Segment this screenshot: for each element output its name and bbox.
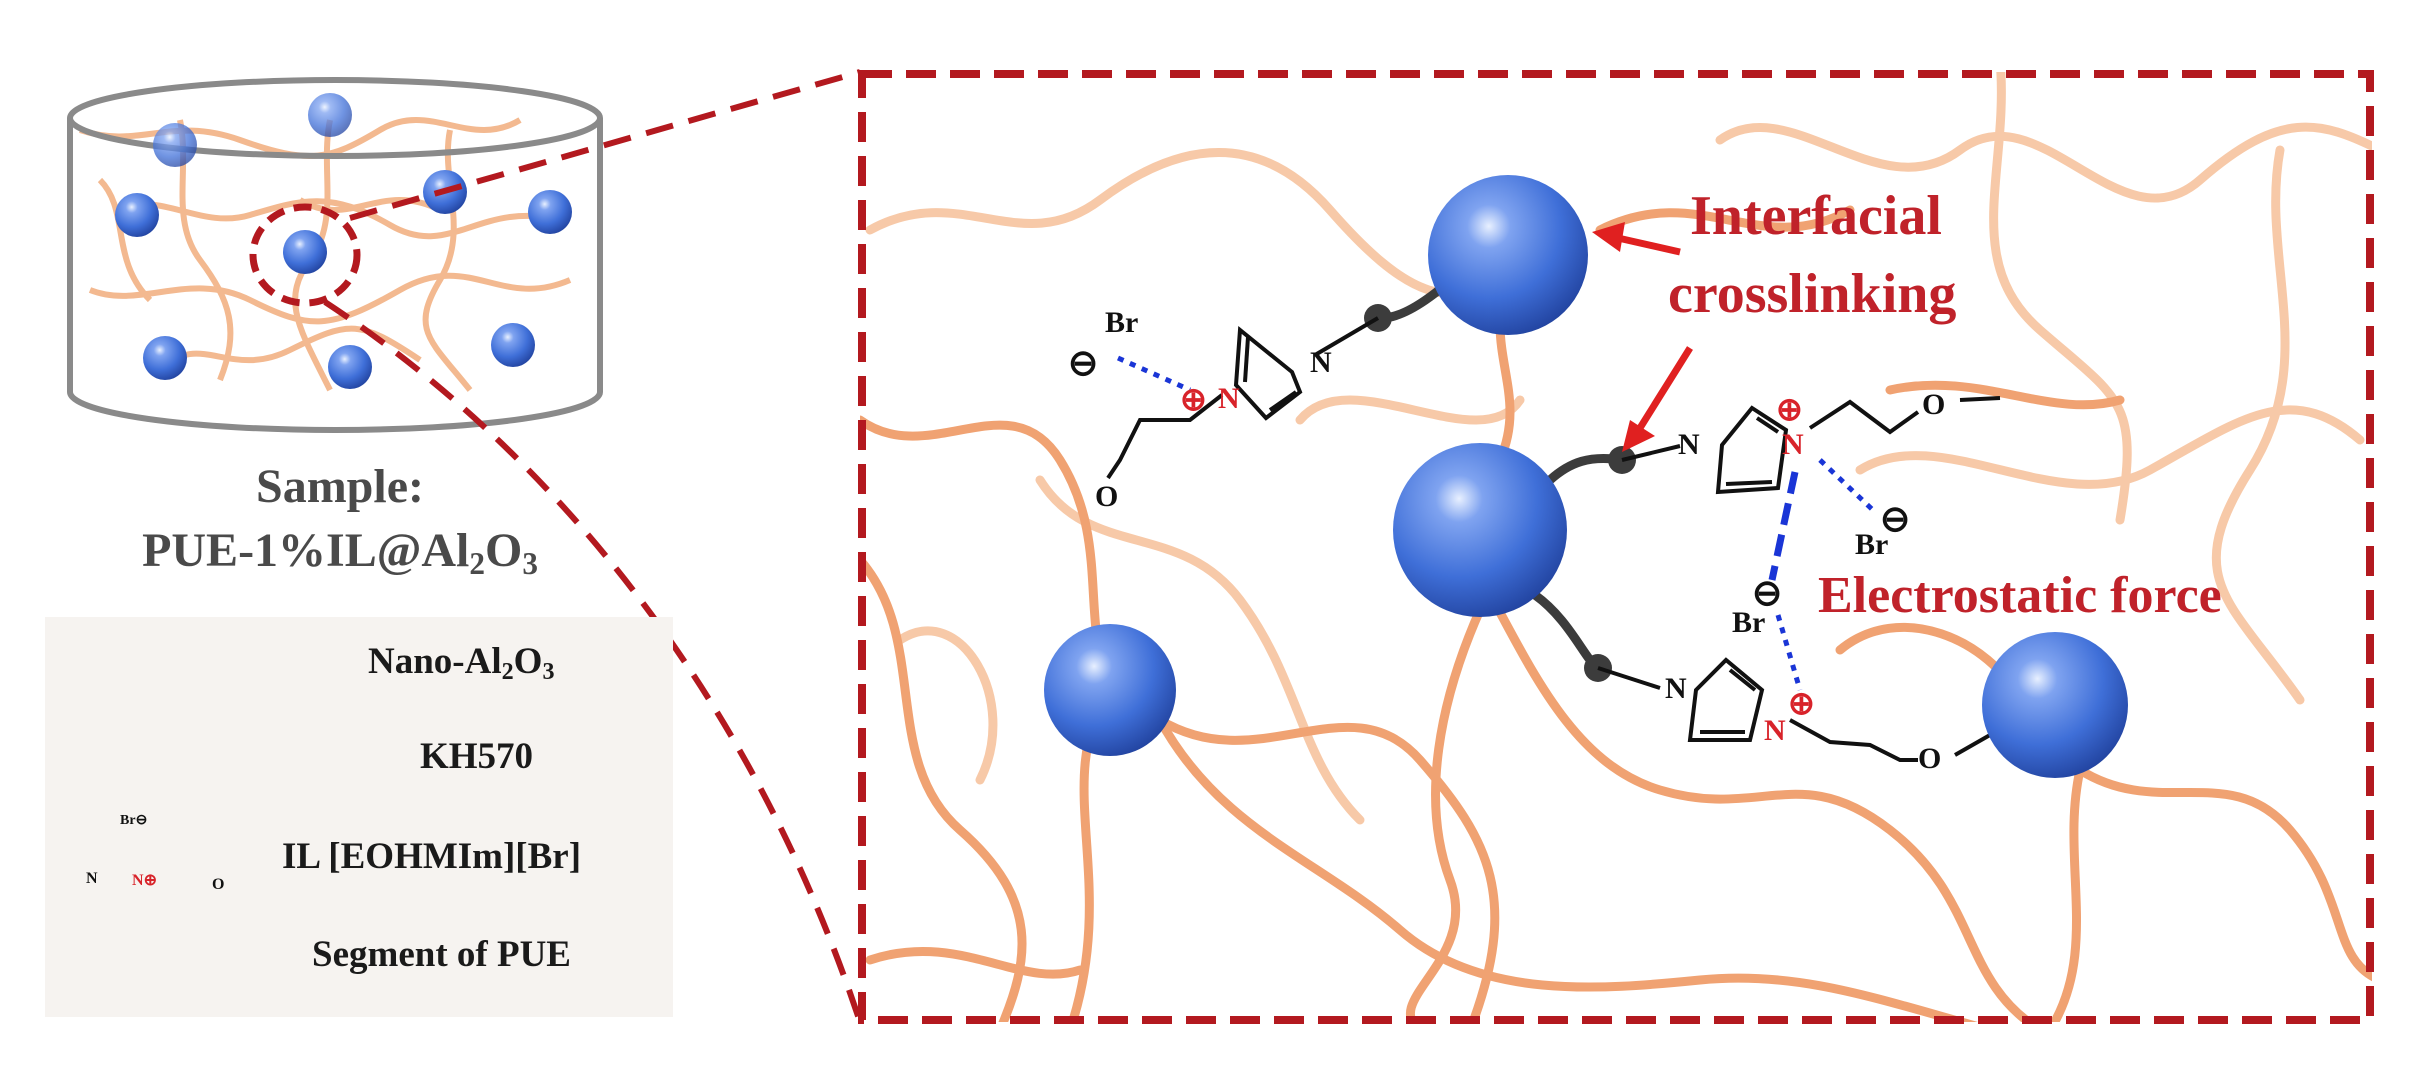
n-mid: N: [1678, 428, 1700, 461]
legend-item-nano-al2o3: Nano-Al2O3: [368, 641, 555, 685]
zoom-panel: [858, 70, 2374, 1024]
n-plus-mid: N: [1782, 428, 1804, 461]
label-crosslinking: crosslinking: [1668, 263, 1957, 325]
legend-n: N: [86, 870, 98, 887]
br-label-left: Br: [1105, 306, 1139, 339]
n-lower: N: [1665, 672, 1687, 705]
sample-caption: Sample: PUE-1%IL@Al2O3: [80, 455, 600, 596]
plus-mid: ⊕: [1776, 391, 1803, 427]
br-label-lower: Br: [1732, 606, 1766, 639]
n-plus-left: N: [1218, 382, 1240, 415]
legend-o: O: [212, 876, 225, 893]
sample-cylinder: [67, 77, 603, 433]
legend-plus: N⊕: [132, 872, 157, 889]
legend-br-minus: Br⊖: [120, 813, 148, 828]
minus-lower: ⊖: [1752, 573, 1783, 613]
sample-label: Sample:: [256, 460, 424, 513]
legend-item-ionic-liquid: IL [EOHMIm][Br]: [282, 836, 582, 877]
o-left: O: [1095, 480, 1119, 513]
crosslinking-arrows: [1592, 222, 1693, 452]
minus-right: ⊖: [1880, 499, 1911, 539]
legend-item-kh570: KH570: [420, 736, 534, 777]
o-lower: O: [1918, 742, 1942, 775]
br-label-right: Br: [1855, 528, 1889, 561]
label-electrostatic-force: Electrostatic force: [1818, 567, 2222, 624]
minus-left: ⊖: [1068, 343, 1099, 383]
nano-al2o3-particles: [1044, 175, 2128, 778]
legend-item-pue-segment: Segment of PUE: [312, 934, 571, 975]
zoom-lines: [323, 69, 863, 1023]
plus-left: ⊕: [1180, 381, 1207, 417]
n-left: N: [1310, 346, 1332, 379]
n-plus-lower: N: [1764, 714, 1786, 747]
plus-lower: ⊕: [1788, 685, 1815, 721]
imidazolium-rings: [1106, 326, 2001, 762]
o-mid: O: [1922, 388, 1946, 421]
label-interfacial: Interfacial: [1690, 185, 1942, 247]
legend: [45, 617, 673, 1017]
sample-name: PUE-1%IL@Al2O3: [142, 524, 538, 581]
